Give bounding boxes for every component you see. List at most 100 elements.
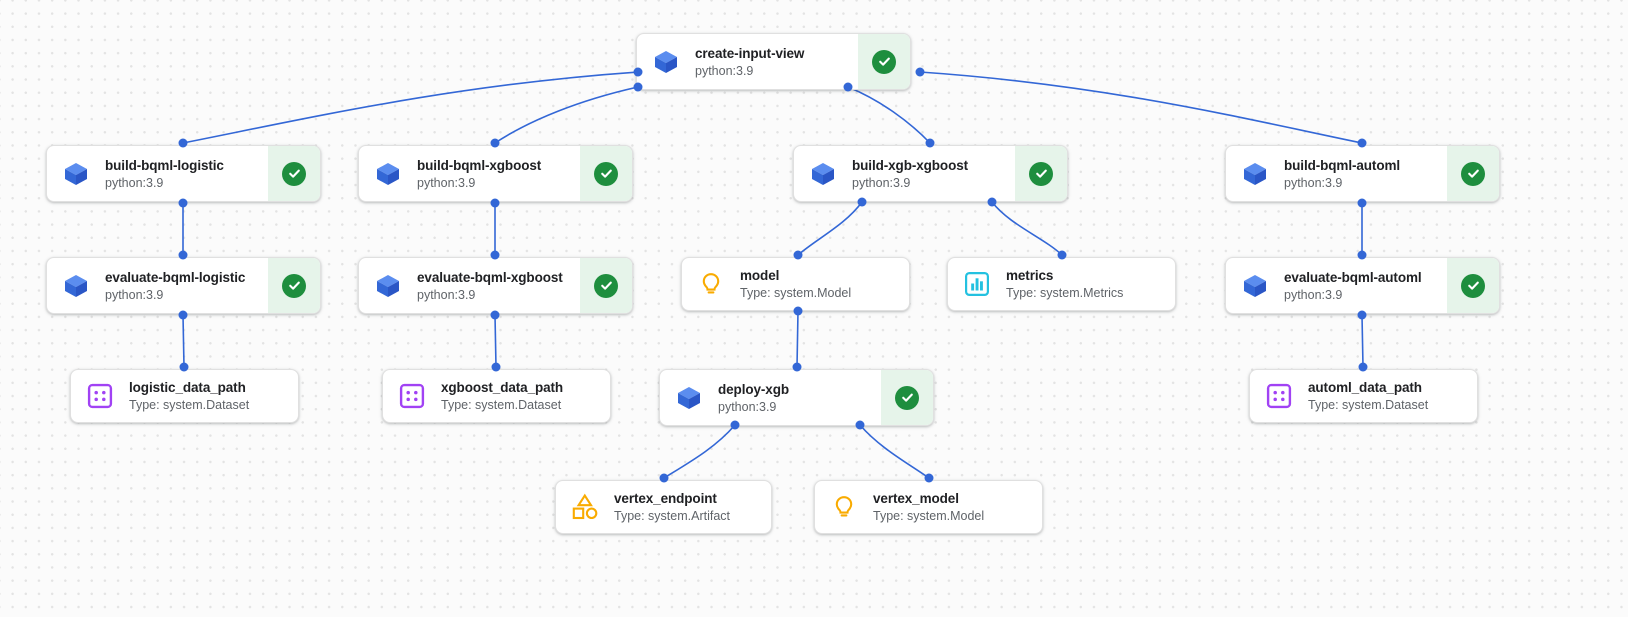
port-build-xgb-xgboost-in[interactable] — [925, 138, 935, 148]
node-title: model — [740, 268, 780, 283]
node-subtitle: python:3.9 — [1284, 175, 1343, 190]
edge-evaluate-bqml-automl-to-automl_data_path — [1361, 314, 1364, 368]
node-title: vertex_endpoint — [614, 491, 717, 506]
port-create-input-view-out-far-right[interactable] — [915, 67, 925, 77]
port-model-out[interactable] — [793, 306, 803, 316]
port-build-bqml-logistic-out[interactable] — [178, 198, 188, 208]
port-create-input-view-out-left[interactable] — [633, 67, 643, 77]
check-circle-icon — [1029, 161, 1053, 186]
node-build-bqml-automl[interactable]: build-bqml-automl python:3.9 — [1225, 145, 1500, 202]
port-deploy-xgb-out-right[interactable] — [855, 420, 865, 430]
port-create-input-view-out-right[interactable] — [843, 82, 853, 92]
port-xgboost_data_path-in[interactable] — [491, 362, 501, 372]
node-subtitle: python:3.9 — [718, 399, 777, 414]
port-evaluate-bqml-logistic-in[interactable] — [178, 250, 188, 260]
port-automl_data_path-in[interactable] — [1358, 362, 1368, 372]
node-build-xgb-xgboost[interactable]: build-xgb-xgboost python:3.9 — [793, 145, 1068, 202]
port-build-xgb-xgboost-out-left[interactable] — [857, 197, 867, 207]
cube-icon — [651, 47, 681, 77]
port-model-in[interactable] — [793, 250, 803, 260]
node-title: build-bqml-automl — [1284, 157, 1401, 173]
node-title: build-xgb-xgboost — [852, 157, 969, 173]
port-build-bqml-automl-out[interactable] — [1357, 198, 1367, 208]
node-title: evaluate-bqml-xgboost — [417, 269, 563, 285]
edge-evaluate-bqml-xgboost-to-xgboost_data_path — [494, 314, 497, 368]
check-circle-icon — [282, 161, 306, 186]
port-metrics-in[interactable] — [1057, 250, 1067, 260]
lightbulb-icon — [829, 492, 859, 522]
node-deploy-xgb[interactable]: deploy-xgb python:3.9 — [659, 369, 934, 426]
port-evaluate-bqml-logistic-out[interactable] — [178, 310, 188, 320]
edge-deploy-xgb-to-vertex_endpoint — [663, 424, 736, 479]
port-vertex_model-in[interactable] — [924, 473, 934, 483]
node-subtitle: python:3.9 — [105, 175, 164, 190]
port-logistic_data_path-in[interactable] — [179, 362, 189, 372]
node-subtitle: python:3.9 — [417, 175, 476, 190]
cube-icon — [1240, 271, 1270, 301]
port-build-bqml-logistic-in[interactable] — [178, 138, 188, 148]
node-text: build-xgb-xgboost python:3.9 — [852, 157, 968, 191]
node-body: build-xgb-xgboost python:3.9 — [794, 146, 1015, 201]
node-subtitle: python:3.9 — [695, 63, 754, 78]
port-build-bqml-xgboost-in[interactable] — [490, 138, 500, 148]
port-build-xgb-xgboost-out-right[interactable] — [987, 197, 997, 207]
port-deploy-xgb-out-left[interactable] — [730, 420, 740, 430]
cube-icon — [1240, 159, 1270, 189]
port-build-bqml-automl-in[interactable] — [1357, 138, 1367, 148]
port-create-input-view-out-bottom[interactable] — [633, 82, 643, 92]
node-subtitle: Type: system.Model — [873, 509, 985, 523]
port-deploy-xgb-in[interactable] — [792, 362, 802, 372]
edge-create-input-view-to-build-bqml-logistic — [182, 71, 639, 144]
node-subtitle: python:3.9 — [852, 175, 911, 190]
status-panel-succeeded — [858, 34, 910, 89]
node-subtitle: python:3.9 — [105, 287, 164, 302]
node-title: logistic_data_path — [129, 380, 246, 395]
port-evaluate-bqml-xgboost-out[interactable] — [490, 310, 500, 320]
status-panel-succeeded — [1015, 146, 1067, 201]
edge-build-xgb-xgboost-to-metrics — [991, 201, 1063, 256]
port-vertex_endpoint-in[interactable] — [659, 473, 669, 483]
port-evaluate-bqml-automl-out[interactable] — [1357, 310, 1367, 320]
node-title: deploy-xgb — [718, 381, 790, 397]
cube-icon — [61, 271, 91, 301]
port-evaluate-bqml-xgboost-in[interactable] — [490, 250, 500, 260]
node-subtitle: Type: system.Model — [740, 286, 852, 300]
node-subtitle: Type: system.Metrics — [1006, 286, 1124, 300]
edge-create-input-view-to-build-xgb-xgboost — [847, 86, 931, 144]
shapes-artifact-icon — [570, 492, 600, 522]
port-evaluate-bqml-automl-in[interactable] — [1357, 250, 1367, 260]
port-build-bqml-xgboost-out[interactable] — [490, 198, 500, 208]
edge-build-xgb-xgboost-to-model — [797, 201, 863, 256]
edge-evaluate-bqml-logistic-to-logistic_data_path — [182, 314, 185, 368]
